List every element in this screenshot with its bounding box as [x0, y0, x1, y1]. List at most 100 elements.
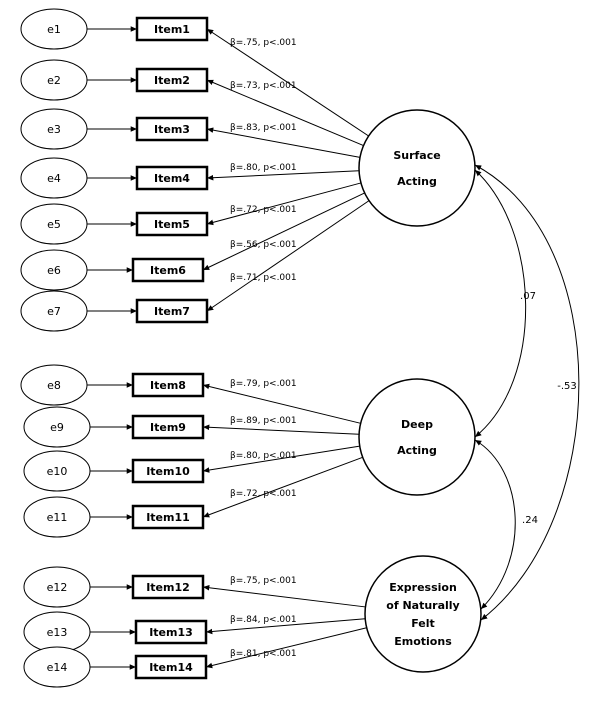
loading-arrow-item6	[202, 192, 365, 271]
error-label: e8	[47, 379, 61, 392]
error-node-9	[23, 406, 91, 448]
error-node-14	[23, 646, 91, 688]
loading-label-item7: β=.71, p<.001	[230, 273, 297, 283]
item-label: Item12	[146, 581, 190, 594]
error-label: e7	[47, 305, 61, 318]
item-box-2	[135, 67, 209, 93]
loading-arrow-item11	[202, 456, 363, 518]
error-label: e5	[47, 218, 61, 231]
loading-arrow-item1	[206, 28, 369, 137]
factor-label-expression: of Naturally	[386, 599, 459, 612]
item-label: Item10	[146, 465, 190, 478]
loading-label-item13: β=.84, p<.001	[230, 615, 297, 625]
factor-circle-expression	[364, 555, 482, 673]
error-node-4	[20, 157, 88, 199]
loading-arrow-item13	[205, 618, 366, 635]
item-box-5	[135, 211, 209, 237]
loading-arrow-item5	[206, 182, 362, 226]
correlation-arrow-surface-deep	[474, 169, 527, 438]
loading-label-item9: β=.89, p<.001	[230, 416, 297, 426]
error-label: e2	[47, 74, 61, 87]
correlation-value-surface-expression: -.53	[557, 381, 577, 392]
error-node-8	[20, 364, 88, 406]
error-label: e1	[47, 23, 61, 36]
error-node-10	[23, 450, 91, 492]
item-box-11	[131, 504, 205, 530]
item-label: Item3	[154, 123, 190, 136]
error-node-3	[20, 108, 88, 150]
item-box-1	[135, 16, 209, 42]
item-label: Item4	[154, 172, 190, 185]
error-label: e3	[47, 123, 61, 136]
error-label: e13	[47, 626, 68, 639]
loading-label-item3: β=.83, p<.001	[230, 123, 297, 133]
item-box-6	[131, 257, 205, 283]
error-label: e10	[47, 465, 68, 478]
factor-label-expression: Emotions	[394, 635, 452, 648]
item-label: Item11	[146, 511, 190, 524]
error-node-7	[20, 290, 88, 332]
loading-label-item8: β=.79, p<.001	[230, 379, 297, 389]
error-node-6	[20, 249, 88, 291]
loading-arrow-item2	[206, 79, 364, 147]
error-label: e9	[50, 421, 64, 434]
loading-label-item6: β=.56, p<.001	[230, 240, 297, 250]
factor-circle-deep	[358, 378, 476, 496]
loading-label-item5: β=.72, p<.001	[230, 205, 297, 215]
item-label: Item7	[154, 305, 190, 318]
loading-arrow-item10	[202, 445, 360, 473]
correlation-arrow-surface-expression	[474, 164, 580, 621]
loading-label-item14: β=.81, p<.001	[230, 649, 297, 659]
item-label: Item6	[150, 264, 186, 277]
item-label: Item5	[154, 218, 190, 231]
error-label: e11	[47, 511, 68, 524]
loading-arrow-item14	[205, 627, 367, 669]
factor-label-surface: Acting	[397, 175, 437, 188]
loading-label-item4: β=.80, p<.001	[230, 163, 297, 173]
item-box-3	[135, 116, 209, 142]
item-box-7	[135, 298, 209, 324]
factor-label-deep: Deep	[401, 418, 433, 431]
loading-label-item1: β=.75, p<.001	[230, 38, 297, 48]
error-node-12	[23, 566, 91, 608]
factor-label-surface: Surface	[393, 149, 440, 162]
item-box-8	[131, 372, 205, 398]
item-label: Item13	[149, 626, 193, 639]
error-label: e12	[47, 581, 68, 594]
error-node-2	[20, 59, 88, 101]
item-box-10	[131, 458, 205, 484]
item-box-13	[134, 619, 208, 645]
correlation-arrow-deep-expression	[474, 439, 516, 610]
loading-arrow-item3	[206, 127, 361, 158]
loading-label-item11: β=.72, p<.001	[230, 489, 297, 499]
loading-label-item10: β=.80, p<.001	[230, 451, 297, 461]
loading-arrow-item8	[202, 383, 361, 424]
loading-arrow-item12	[202, 584, 366, 608]
error-node-5	[20, 203, 88, 245]
error-node-1	[20, 8, 88, 50]
factor-label-deep: Acting	[397, 444, 437, 457]
item-box-14	[134, 654, 208, 680]
correlation-value-surface-deep: .07	[520, 291, 536, 302]
loading-label-item2: β=.73, p<.001	[230, 81, 297, 91]
error-label: e6	[47, 264, 61, 277]
factor-label-expression: Expression	[389, 581, 457, 594]
item-box-4	[135, 165, 209, 191]
loading-arrow-item4	[206, 170, 360, 181]
loading-arrow-item7	[206, 200, 370, 312]
loading-label-item12: β=.75, p<.001	[230, 576, 297, 586]
error-node-11	[23, 496, 91, 538]
item-label: Item9	[150, 421, 186, 434]
error-label: e4	[47, 172, 61, 185]
factor-label-expression: Felt	[411, 617, 435, 630]
item-label: Item8	[150, 379, 186, 392]
correlation-value-deep-expression: .24	[522, 515, 538, 526]
item-label: Item2	[154, 74, 190, 87]
item-box-12	[131, 574, 205, 600]
item-label: Item1	[154, 23, 190, 36]
item-box-9	[131, 414, 205, 440]
factor-circle-surface	[358, 109, 476, 227]
error-label: e14	[47, 661, 68, 674]
loading-arrow-item9	[202, 424, 360, 435]
